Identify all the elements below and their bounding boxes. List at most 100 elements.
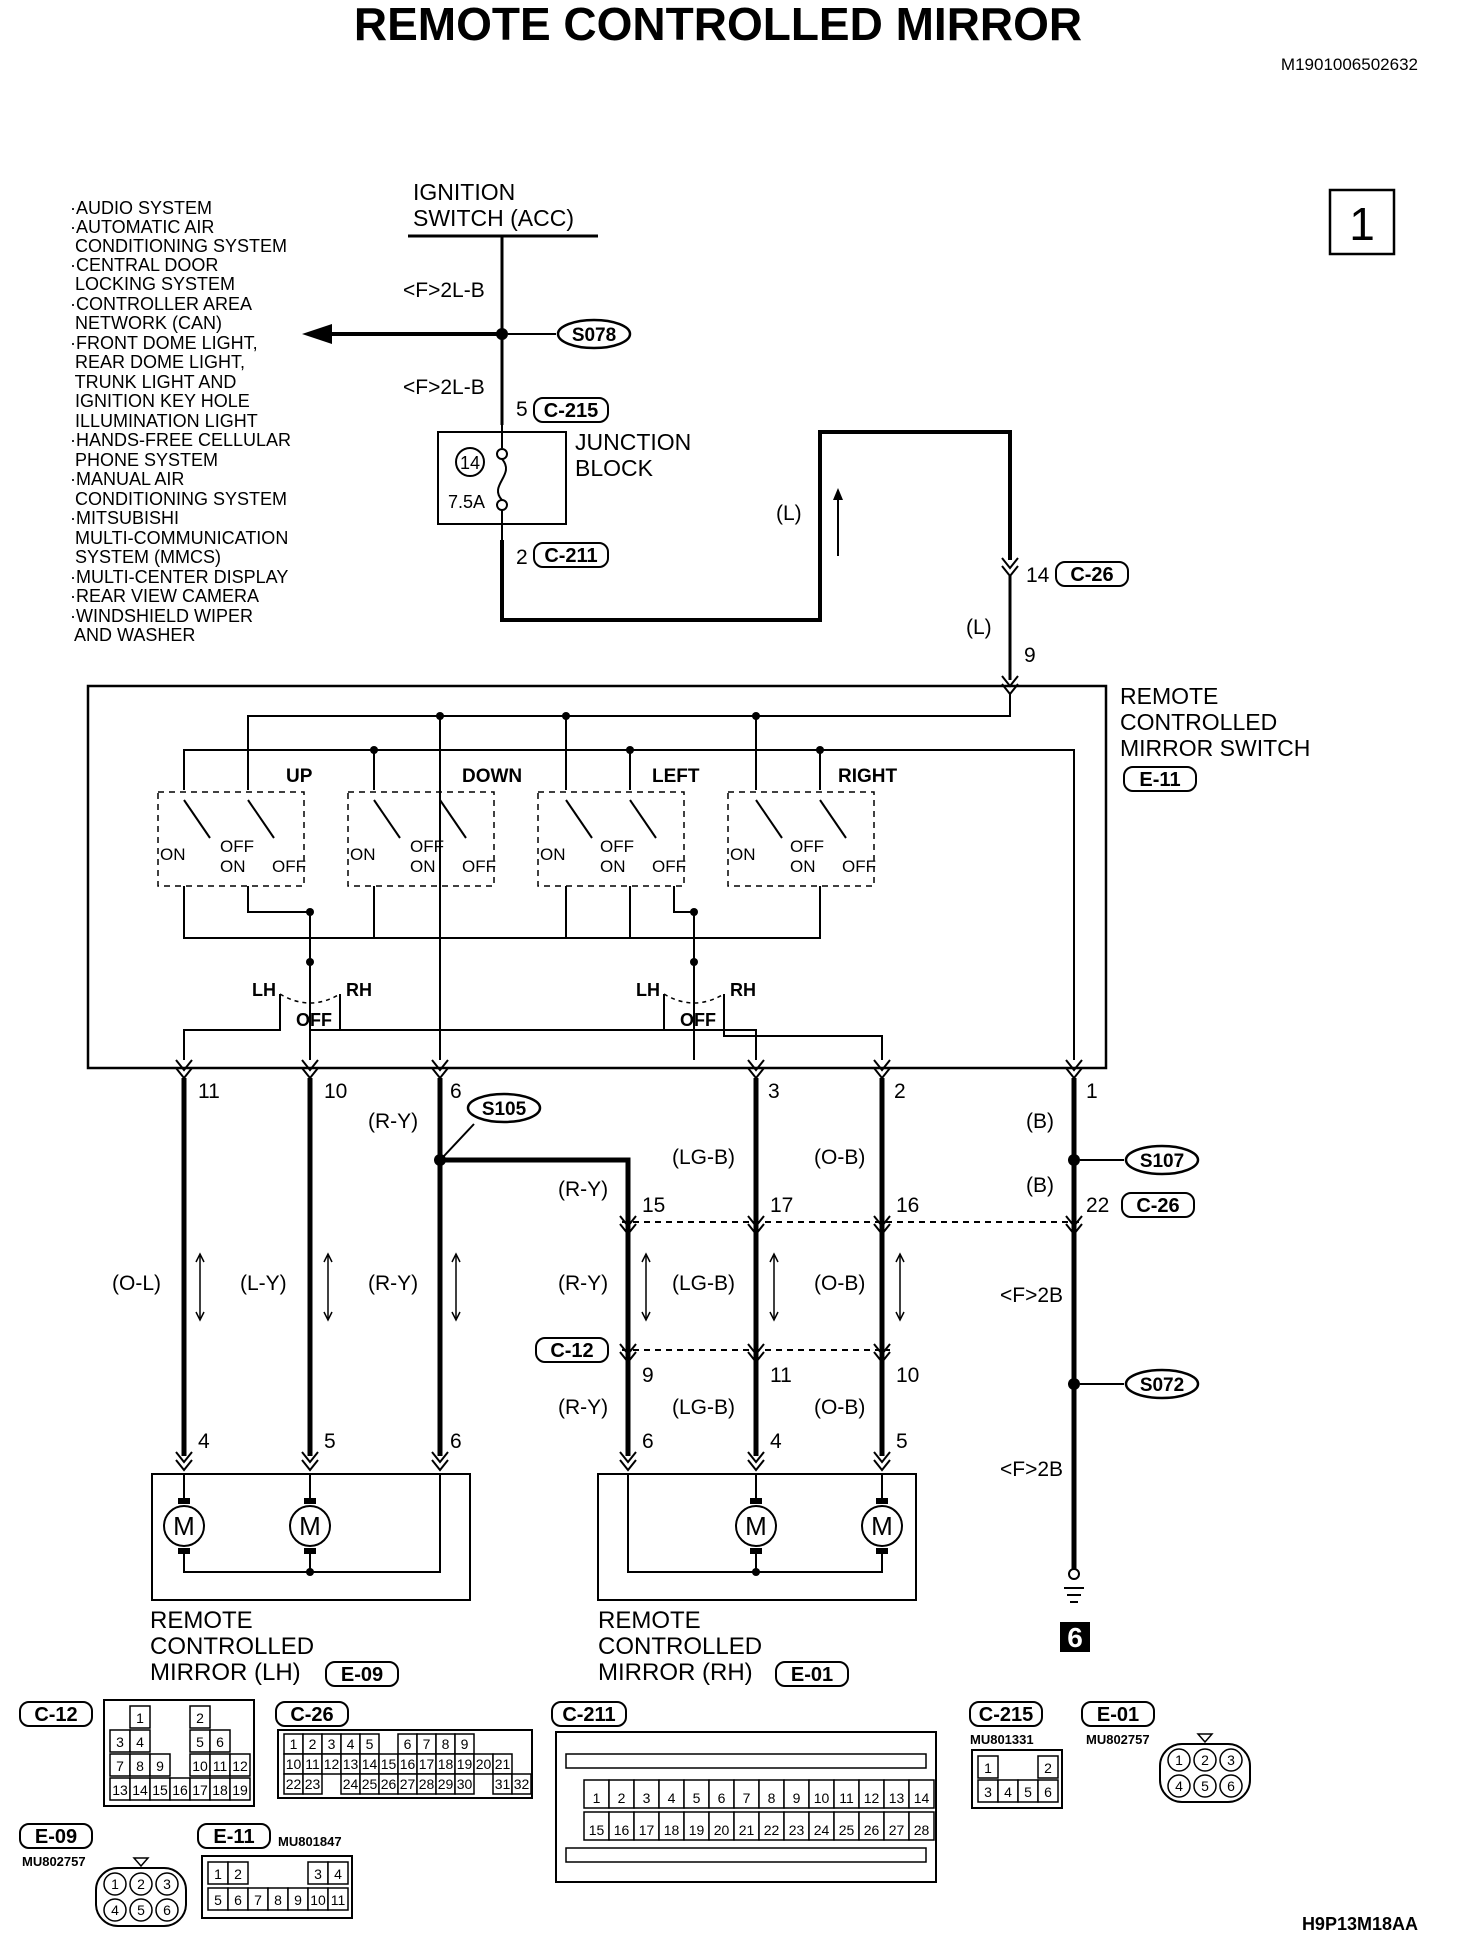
motor-body [861,1505,903,1547]
switch-internal-wire [183,994,281,1060]
motor-symbol: M [871,1511,893,1541]
pin-number: 10 [896,1364,919,1387]
cavity-number: 22 [286,1776,302,1792]
cavity-number: 9 [156,1758,164,1774]
cavity-number: 18 [212,1782,228,1798]
arrow-up-icon [833,488,843,500]
cavity-number: 17 [639,1822,655,1838]
cavity-number: 27 [400,1776,416,1792]
cavity-number: 30 [457,1776,473,1792]
connector-mark [1065,1059,1083,1072]
connector-cavity [758,1779,785,1809]
wire-label: (LG-B) [672,1396,735,1419]
cavity-number: 3 [984,1784,992,1800]
junction-dot [816,746,824,754]
motor-icon: M [735,1498,777,1554]
connector-cavity [708,1811,735,1841]
key-icon [1196,1733,1214,1744]
cavity-number: 16 [400,1756,416,1772]
wire-label: (B) [1026,1110,1054,1133]
cavity-number: 5 [1201,1778,1209,1794]
connector-tag [535,1337,609,1363]
connector-mark [873,1059,891,1072]
connector-mark [747,1451,765,1464]
connector-outline [95,1867,187,1927]
splice-s107 [1124,1144,1200,1176]
connector-outline [971,1749,1063,1809]
cavity-number: 18 [438,1756,454,1772]
connector-outline [201,1855,353,1919]
connector-cavity [833,1779,860,1809]
splice-dot [1068,1378,1080,1390]
cavity-number: 15 [381,1756,397,1772]
contact-arm [629,799,657,839]
connector-view-name: C-12 [34,1704,77,1726]
system-line: PHONE SYSTEM [70,450,218,470]
connector-tag-label: E-01 [791,1664,833,1686]
junction-dot [752,1568,760,1576]
connector-cavity [883,1811,910,1841]
connector-cavity [608,1811,635,1841]
connector-latch [565,1753,927,1769]
cavity-number: 3 [328,1736,336,1752]
splice-label: S105 [482,1099,527,1120]
system-line: ·HANDS-FREE CELLULAR [70,430,291,450]
selector-label: LH [636,980,660,1000]
connector-mark [175,1451,193,1464]
cavity-number: 24 [343,1776,359,1792]
connector-tag [551,1701,627,1727]
system-line: IGNITION KEY HOLE [70,391,250,411]
connector-cavity [1193,1748,1217,1772]
connector-mark [873,1351,891,1364]
selector-label: OFF [296,1010,332,1030]
fuse-number-circle [455,447,485,477]
connector-tag-label: C-26 [1070,564,1113,586]
motor-symbol: M [299,1511,321,1541]
cavity-number: 19 [689,1822,705,1838]
junction-dot [690,908,698,916]
connector-tag [325,1661,399,1687]
splice-dot [1068,1154,1080,1166]
pin-number: 4 [198,1430,210,1453]
splice-s072 [1124,1368,1200,1400]
fuse-terminal [496,448,508,460]
cavity-number: 11 [305,1756,320,1772]
pin-number: 14 [1026,564,1050,587]
connector-mark [619,1215,637,1228]
motor-body [163,1505,205,1547]
connector-cavity [733,1811,760,1841]
cavity-number: 6 [163,1902,171,1918]
direction-switch-up: UP ON OFF ON OFF [157,766,313,887]
cavity-number: 7 [423,1736,431,1752]
connector-tag [969,1701,1043,1727]
motor-icon: M [289,1498,331,1554]
wire-label: <F>2B [1000,1458,1063,1481]
cavity-number: 13 [112,1782,128,1798]
connector-cavity [833,1811,860,1841]
junction-dot [306,908,314,916]
connector-tag [533,542,609,568]
cavity-number: 15 [589,1822,605,1838]
cavity-number: 6 [404,1736,412,1752]
cavity-number: 31 [495,1776,511,1792]
connector-tag-label: C-211 [544,545,597,567]
ignition-switch-label: SWITCH (ACC) [413,205,574,231]
switch-direction-label: DOWN [462,766,522,787]
contact-arm [373,799,401,839]
connector-mark [301,1459,319,1472]
cavity-number: 19 [457,1756,473,1772]
pin-number: 9 [642,1364,654,1387]
cavity-number: 28 [914,1822,930,1838]
connector-latch [565,1847,927,1863]
wire-label: (LG-B) [672,1146,735,1169]
cavity-number: 1 [136,1710,144,1726]
pin-number: 6 [642,1430,654,1453]
connector-cavity [103,1898,127,1922]
direction-switch-left: LEFT ON OFF ON OFF [537,766,700,887]
contact-arm [247,799,275,839]
switch-direction-label: UP [286,766,313,787]
cavity-number: 16 [614,1822,630,1838]
connector-mark [619,1223,637,1236]
cavity-number: 12 [232,1758,248,1774]
